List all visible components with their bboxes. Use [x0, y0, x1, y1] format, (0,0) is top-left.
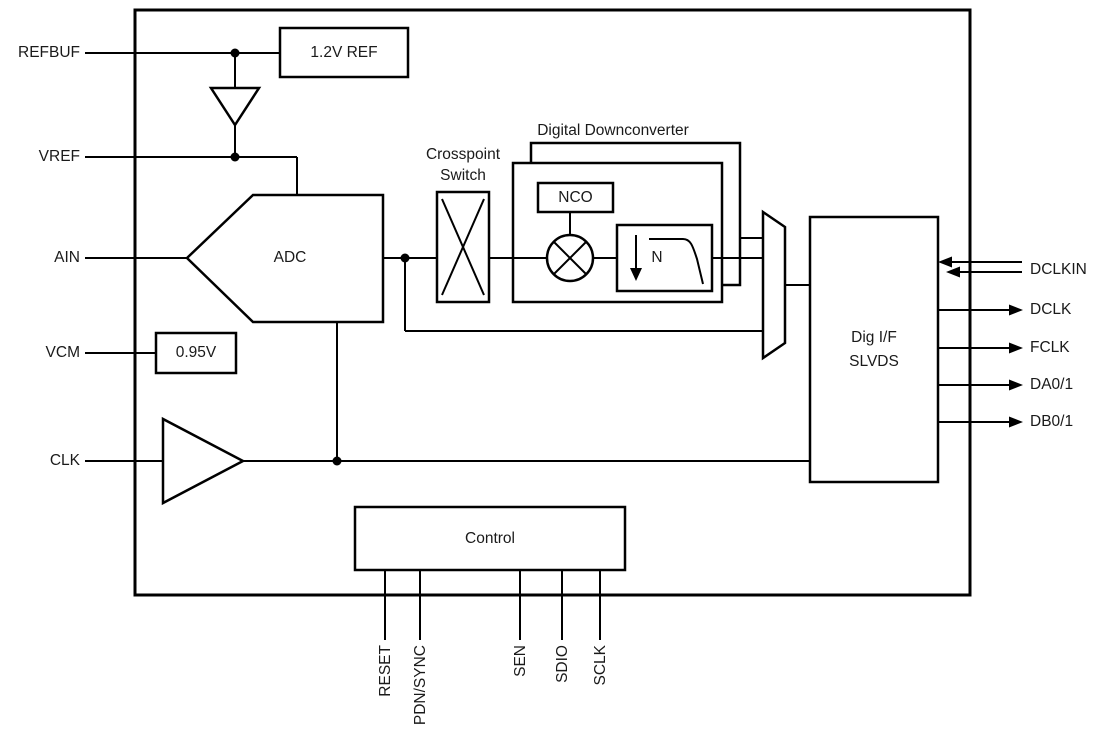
pin-label-pdn-sync: PDN/SYNC — [412, 645, 429, 726]
crosspoint-label-line2: Switch — [440, 167, 486, 184]
pin-label-vcm: VCM — [45, 344, 80, 361]
pin-label-db01: DB0/1 — [1030, 413, 1074, 430]
ddc-title: Digital Downconverter — [537, 122, 689, 139]
pin-label-sen: SEN — [512, 645, 529, 677]
decimation-down-arrow-head — [630, 268, 642, 281]
lowpass-response-curve-icon — [649, 238, 704, 285]
control-label: Control — [465, 529, 515, 547]
ref-buffer-triangle-icon — [208, 86, 262, 128]
dclkin-arrowhead-1 — [938, 256, 952, 268]
mux-trapezoid — [761, 209, 787, 361]
decimation-factor-label: N — [651, 249, 663, 266]
pin-label-refbuf: REFBUF — [18, 44, 80, 61]
ref-block-label: 1.2V REF — [310, 43, 378, 61]
pin-label-dclkin: DCLKIN — [1030, 261, 1087, 278]
dclk-arrowhead — [1009, 304, 1023, 316]
control-box — [353, 505, 627, 572]
pin-label-clk: CLK — [49, 452, 80, 469]
pin-label-ain: AIN — [54, 249, 80, 266]
junction-dot-clk — [332, 456, 342, 466]
junction-dot-vref — [230, 152, 240, 162]
fclk-arrowhead — [1009, 342, 1023, 354]
digif-box — [808, 215, 940, 484]
pin-label-sclk: SCLK — [592, 645, 609, 686]
pin-label-sdio: SDIO — [554, 645, 571, 683]
digif-label: Dig I/F SLVDS — [810, 217, 938, 482]
pin-label-da01: DA0/1 — [1030, 376, 1074, 393]
junction-dot-refbuf — [230, 48, 240, 58]
pin-label-reset: RESET — [377, 645, 394, 697]
db01-arrowhead — [1009, 416, 1023, 428]
nco-label: NCO — [558, 188, 593, 206]
mixer-x-line2 — [553, 241, 587, 275]
chip-outline — [133, 8, 972, 597]
clk-buffer-triangle-icon — [161, 416, 246, 506]
pin-label-fclk: FCLK — [1030, 339, 1070, 356]
vcm-block-label: 0.95V — [175, 344, 217, 361]
crosspoint-label-line1: Crosspoint — [425, 146, 501, 163]
junction-dot-adc-out — [400, 253, 410, 263]
crosspoint-switch-label: Crosspoint Switch — [403, 144, 523, 186]
nco-box — [536, 181, 615, 214]
da01-arrowhead — [1009, 379, 1023, 391]
pin-label-dclk: DCLK — [1030, 301, 1072, 318]
crosspoint-x-line2 — [441, 198, 485, 296]
digif-label-line1: Dig I/F — [851, 328, 897, 346]
dclkin-arrowhead-2 — [946, 266, 960, 278]
adc-label: ADC — [273, 249, 307, 266]
digif-label-line2: SLVDS — [849, 352, 899, 370]
pin-label-vref: VREF — [38, 148, 80, 165]
